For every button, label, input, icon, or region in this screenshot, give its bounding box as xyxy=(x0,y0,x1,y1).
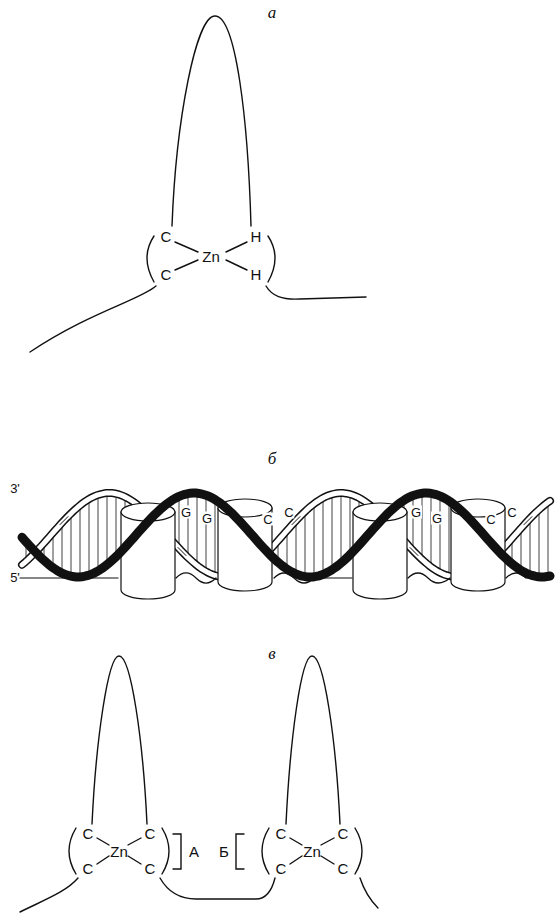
base-letter: C xyxy=(262,513,273,526)
panel-letter: б xyxy=(268,450,277,467)
residue-label: C xyxy=(276,826,287,841)
base-letter: C xyxy=(506,506,517,519)
residue-label: Zn xyxy=(303,844,321,859)
residue-label: C xyxy=(145,826,156,841)
residue-label: Zn xyxy=(110,844,128,859)
panel-letter: в xyxy=(268,645,275,662)
base-letter: G xyxy=(180,506,192,519)
strand-label: 5' xyxy=(10,571,20,584)
residue-label: H xyxy=(251,229,262,244)
panel-letter: а xyxy=(268,4,277,21)
zinc-finger-pair xyxy=(20,656,378,912)
residue-label: Б xyxy=(219,844,229,859)
residue-label: C xyxy=(145,861,156,876)
base-letter: C xyxy=(283,506,294,519)
base-letter: G xyxy=(410,506,422,519)
residue-label: А xyxy=(189,844,199,859)
residue-label: C xyxy=(161,267,172,282)
base-letter: C xyxy=(485,513,496,526)
dna-helix xyxy=(20,493,550,599)
residue-label: C xyxy=(276,861,287,876)
base-letter: G xyxy=(201,512,213,525)
residue-label: Zn xyxy=(202,249,220,264)
residue-label: C xyxy=(338,826,349,841)
residue-label: C xyxy=(83,861,94,876)
zinc-finger-a xyxy=(30,16,366,352)
residue-label: H xyxy=(251,267,262,282)
residue-label: C xyxy=(161,229,172,244)
residue-label: C xyxy=(83,826,94,841)
residue-label: C xyxy=(338,861,349,876)
base-letter: G xyxy=(431,512,443,525)
strand-label: 3' xyxy=(10,482,20,495)
